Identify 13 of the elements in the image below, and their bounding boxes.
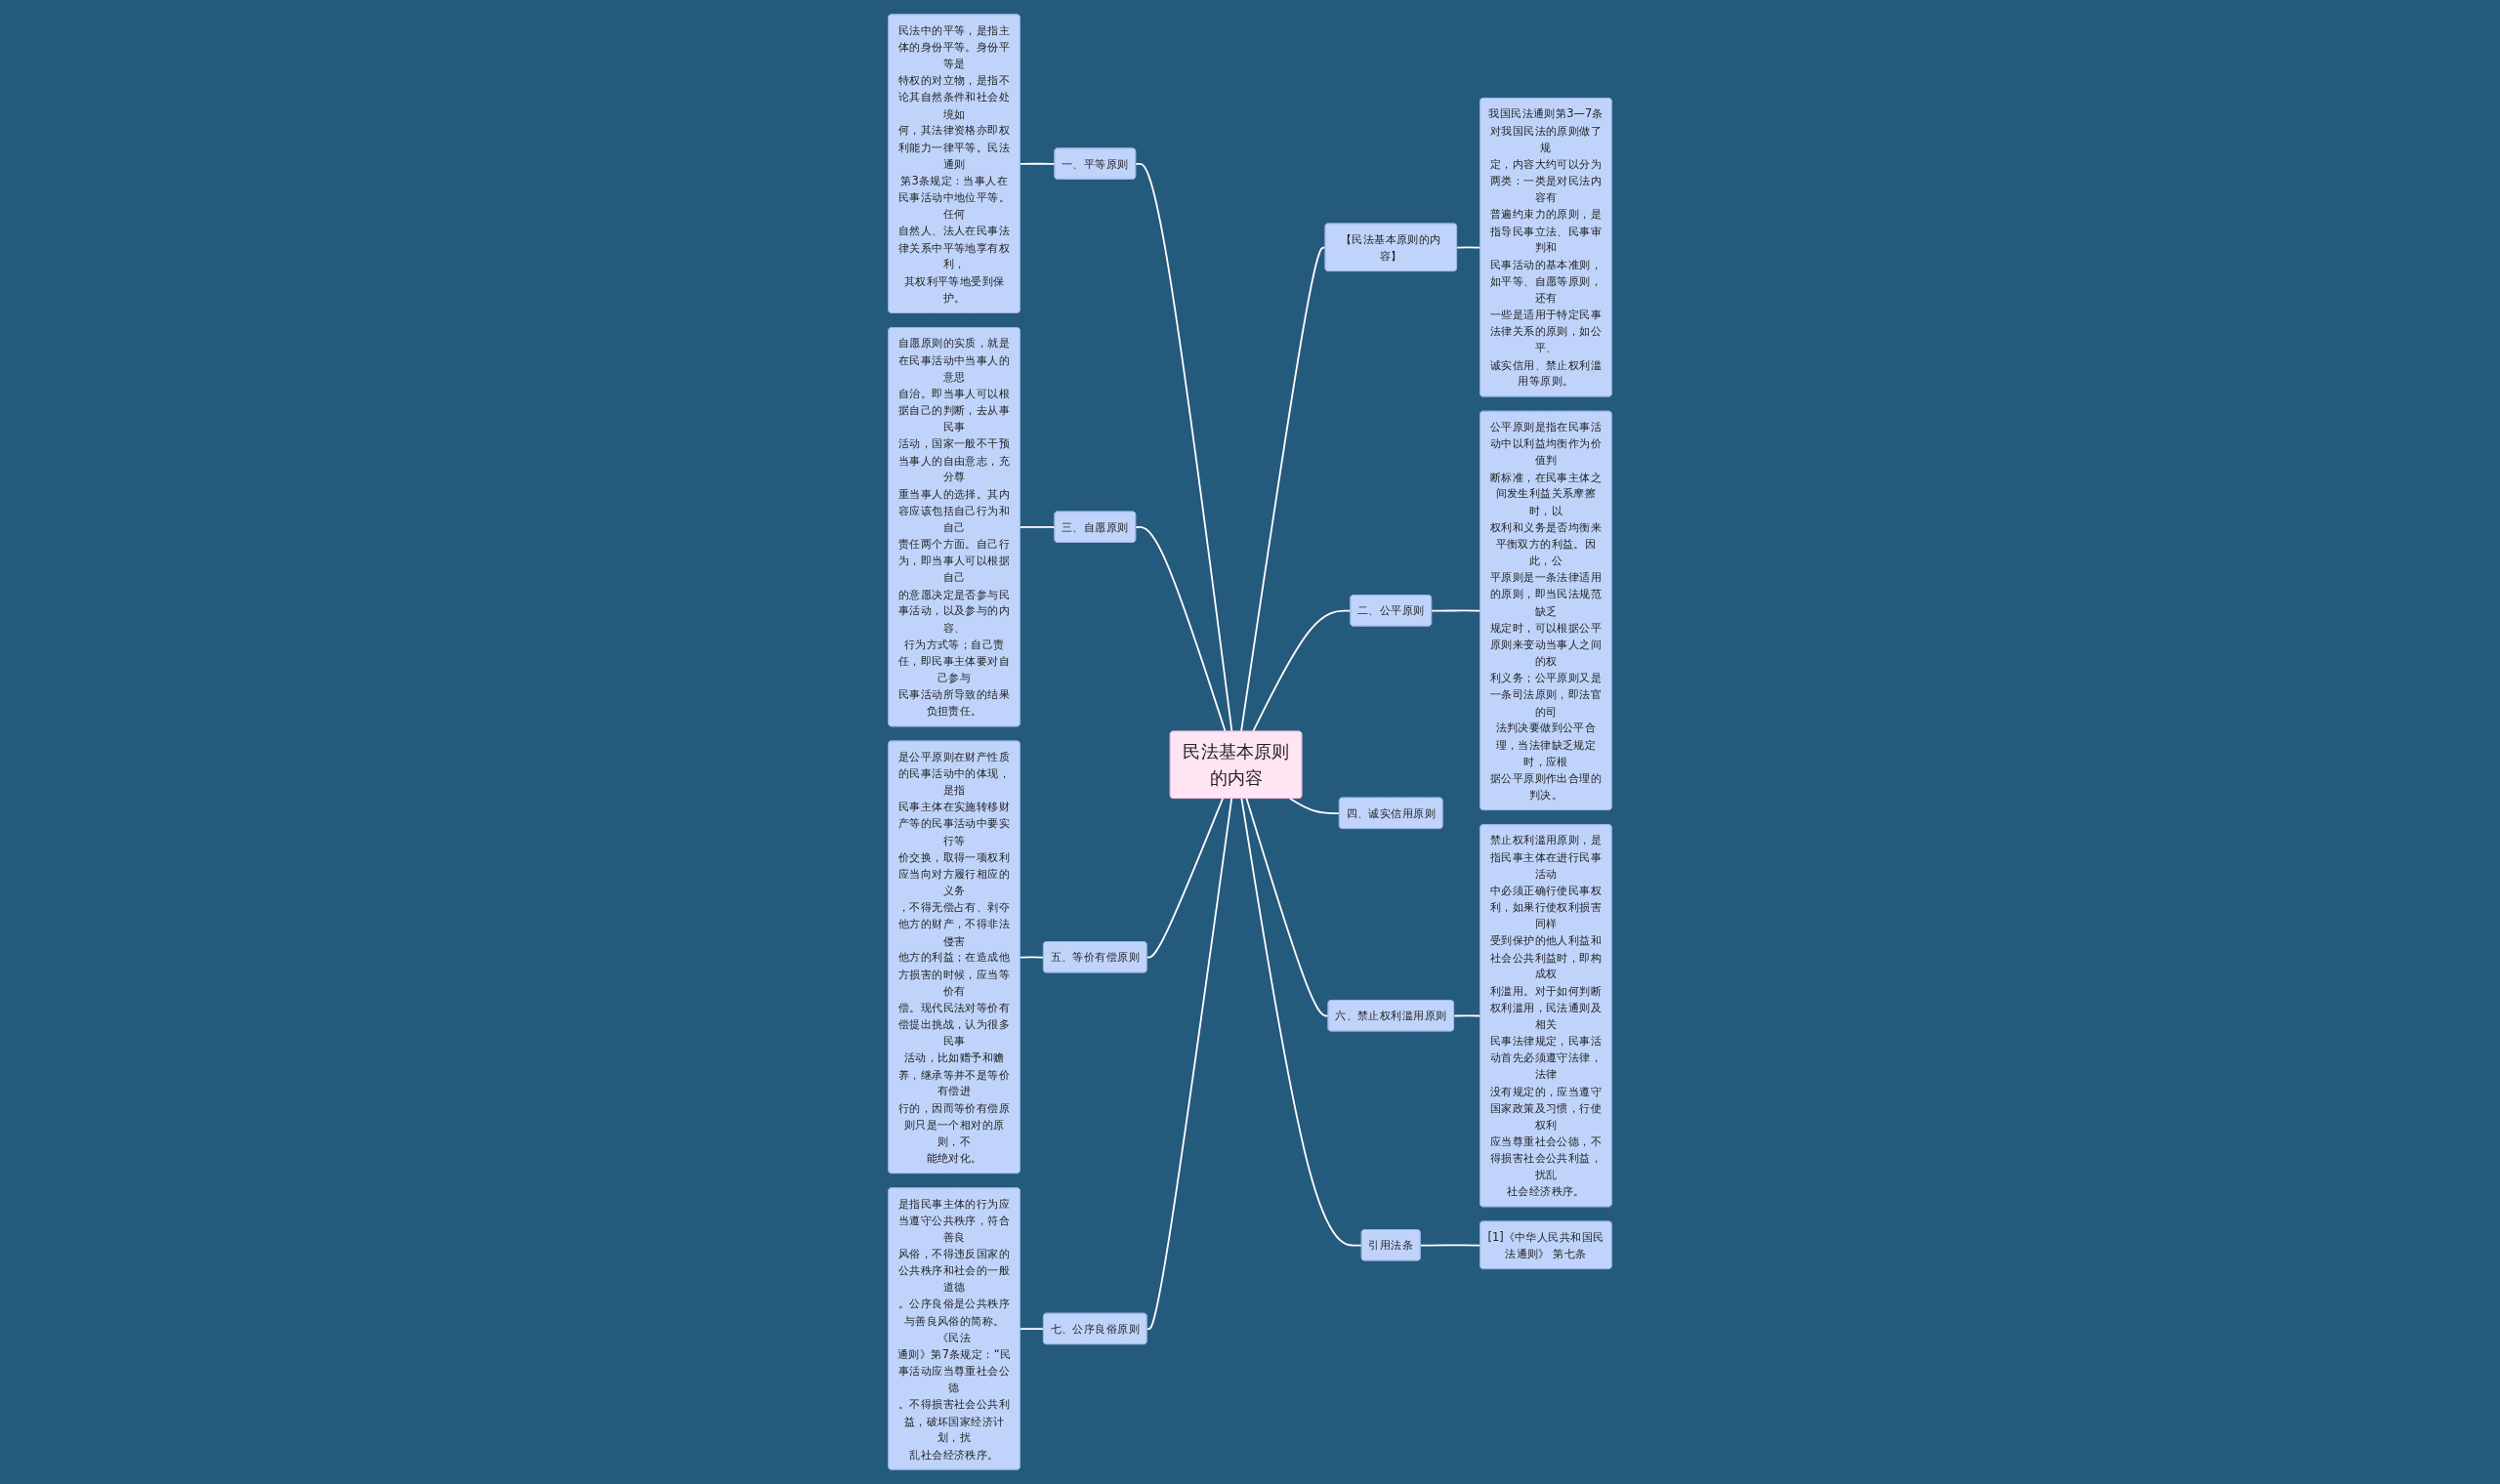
connector — [1456, 246, 1481, 249]
connector — [1135, 526, 1227, 733]
connector — [1419, 1244, 1481, 1247]
connector — [1431, 609, 1481, 612]
connector — [1019, 1328, 1045, 1331]
connector — [1252, 609, 1352, 733]
connector — [1146, 797, 1233, 1331]
connector — [1288, 797, 1341, 814]
connector — [1019, 956, 1045, 959]
connector — [1146, 797, 1224, 959]
connector — [1135, 163, 1233, 733]
connector — [1240, 797, 1363, 1247]
connector — [1453, 1014, 1481, 1017]
